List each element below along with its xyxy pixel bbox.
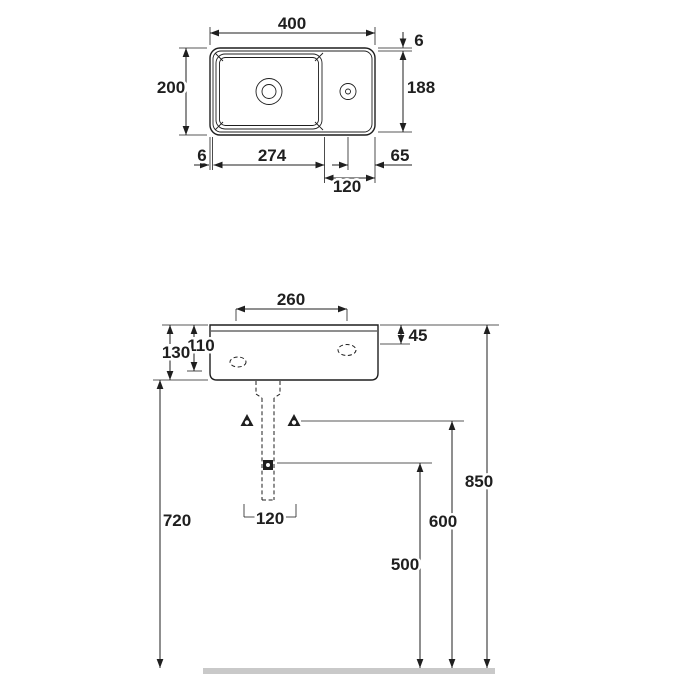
dim-apron-height: 45 — [409, 326, 428, 345]
bowl-inner-outline — [219, 57, 319, 126]
dim-drain-offset: 120 — [256, 509, 284, 528]
dim-basin-height: 130 — [162, 343, 190, 362]
floor-line — [203, 668, 495, 674]
dim-rim-left: 6 — [197, 146, 206, 165]
fixing-hole-symbol-right — [287, 414, 301, 426]
dim-holes-span: 260 — [277, 290, 305, 309]
top-view: 400 6 188 200 6 274 65 120 — [154, 12, 437, 199]
dim-rim-top: 6 — [414, 31, 423, 50]
drain-outer-circle — [255, 78, 283, 105]
dim-inner-depth: 110 — [187, 336, 214, 355]
dim-rim-height: 850 — [465, 472, 493, 491]
tap-hole-circle — [339, 83, 357, 100]
dim-total-height: 200 — [157, 78, 185, 97]
basin-outer-rim — [209, 47, 376, 136]
bowl-corner-line-tl — [214, 52, 224, 62]
dim-deck-width: 120 — [333, 177, 361, 196]
drain-inner-circle — [261, 84, 277, 99]
dim-inner-height: 188 — [407, 78, 435, 97]
bowl-corner-line-bl — [214, 121, 224, 131]
dim-top-width: 400 — [278, 14, 306, 33]
waste-outlet-symbol — [263, 460, 273, 470]
bowl-corner-line-br — [314, 121, 324, 131]
hidden-hole-right — [337, 344, 357, 356]
dim-fixing-height: 600 — [429, 512, 457, 531]
basin-inner-rim — [212, 50, 373, 133]
dim-underside-height: 720 — [163, 511, 191, 530]
fixing-hole-symbol-left — [240, 414, 254, 426]
dim-outlet-height: 500 — [391, 555, 419, 574]
tap-hole-center-dot — [345, 88, 351, 95]
dim-bowl-width: 274 — [258, 146, 287, 165]
bowl-corner-line-tr — [314, 52, 324, 62]
basin-front-outline — [209, 324, 379, 381]
front-view: 260 45 110 130 720 — [153, 288, 499, 674]
hidden-hole-left — [229, 356, 247, 368]
dim-tap-edge-offset: 65 — [391, 146, 410, 165]
bowl-outline — [215, 53, 323, 130]
